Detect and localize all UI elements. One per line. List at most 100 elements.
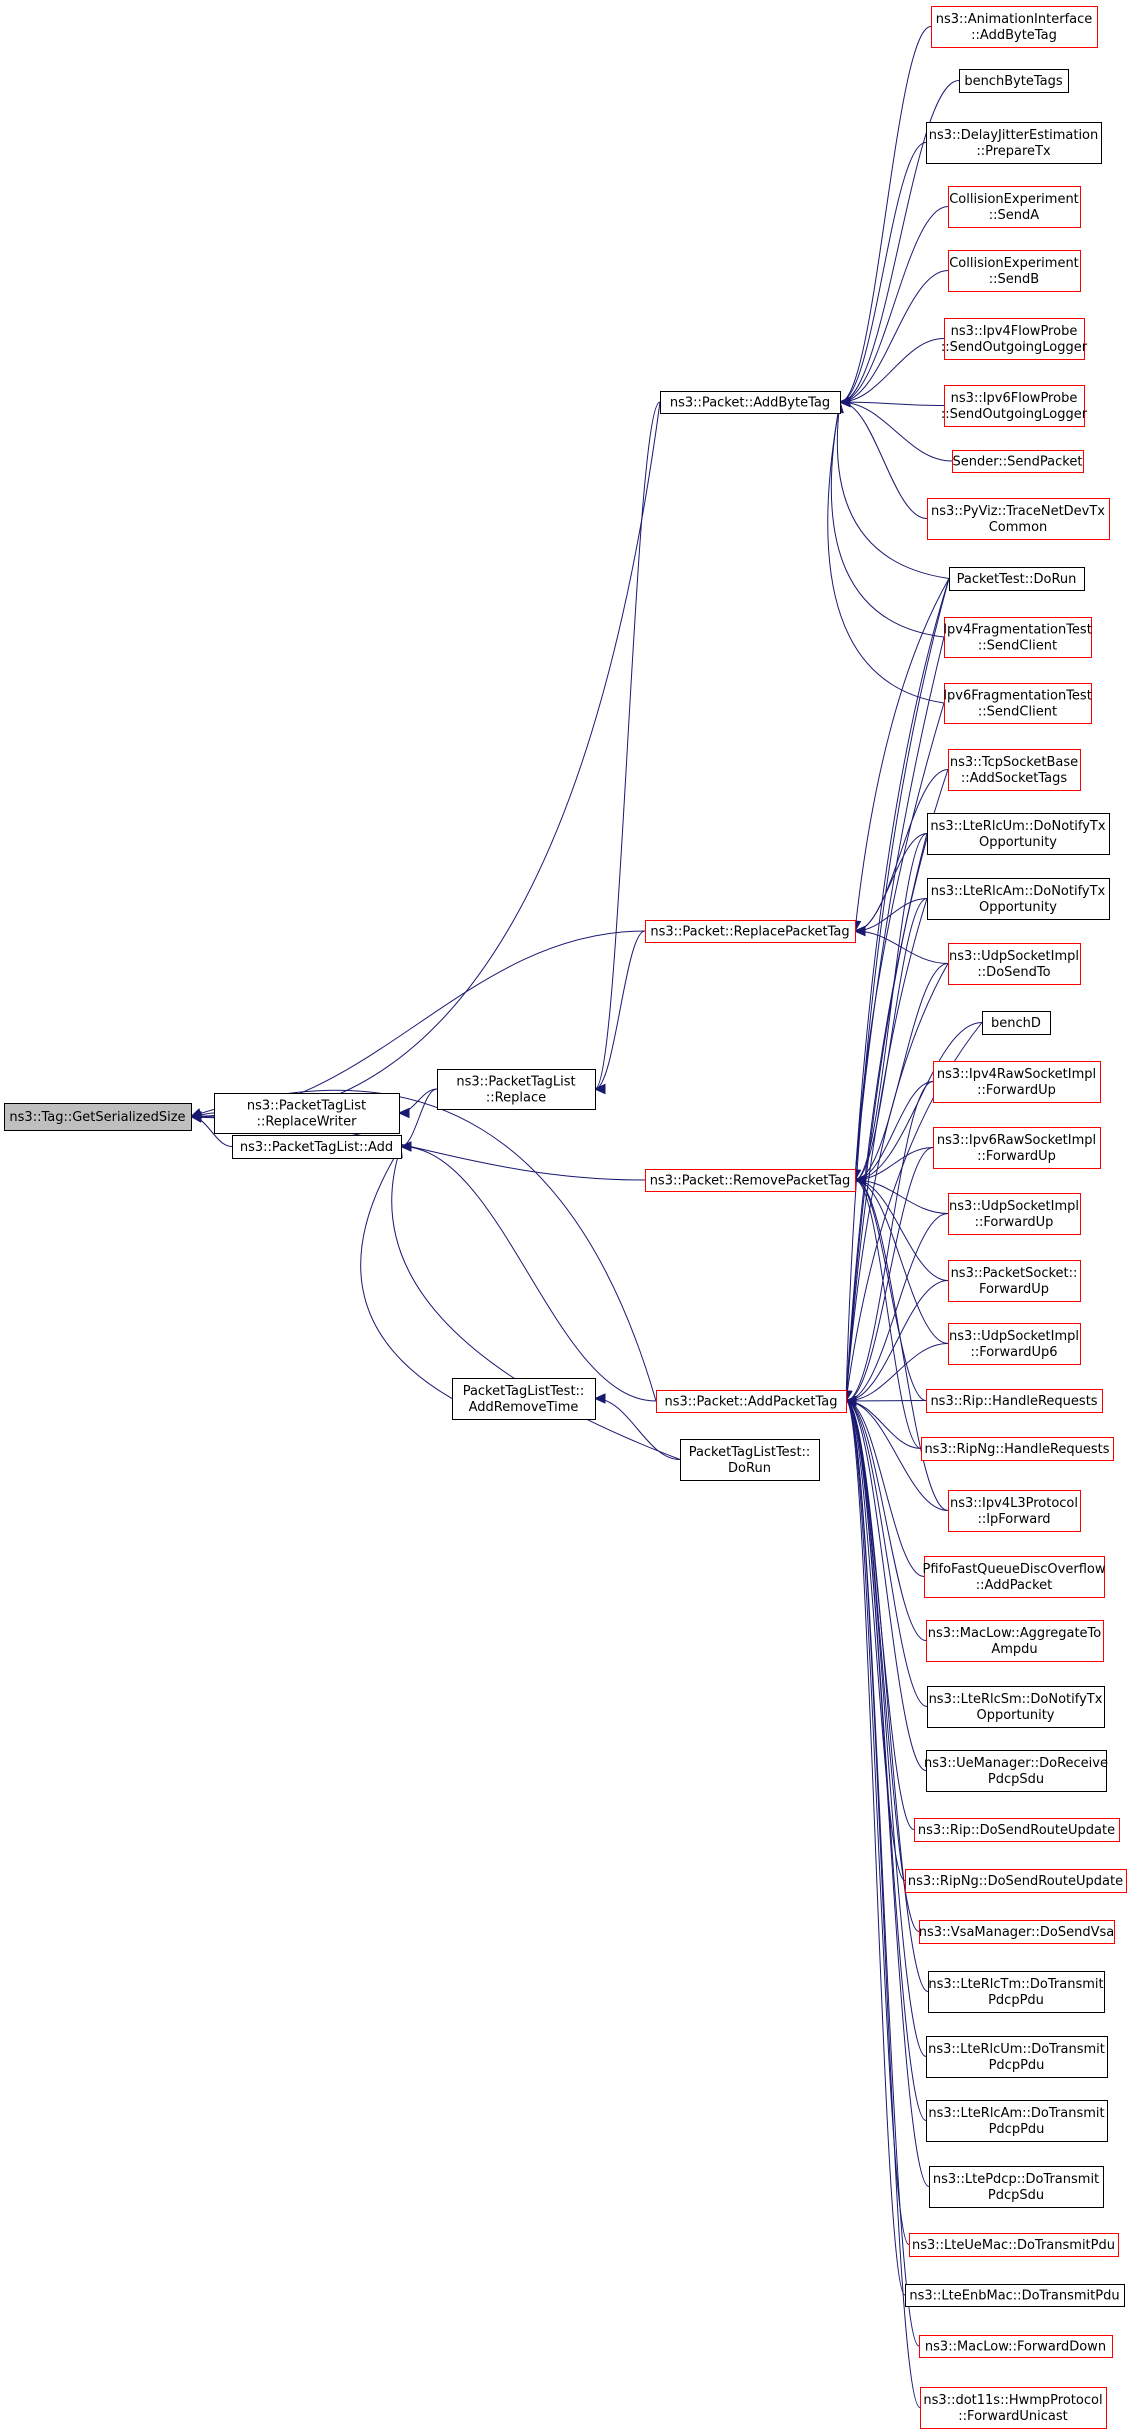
node-box — [933, 1061, 1101, 1103]
node-label: ::AddPacket — [976, 1578, 1052, 1593]
graph-node[interactable]: ns3::Packet::AddByteTag — [660, 391, 841, 414]
node-label: ns3::LteEnbMac::DoTransmitPdu — [909, 2289, 1119, 2304]
node-label: PdcpPdu — [988, 1993, 1044, 2008]
graph-node[interactable]: PacketTagListTest::DoRun — [680, 1439, 820, 1481]
node-box — [680, 1439, 820, 1481]
node-box — [914, 1818, 1120, 1842]
edge-t25-to-n9 — [844, 1395, 925, 1577]
graph-node[interactable]: PfifoFastQueueDiscOverflow::AddPacket — [923, 1556, 1106, 1598]
graph-node[interactable]: ns3::Ipv4L3Protocol::IpForward — [948, 1490, 1081, 1532]
node-box — [948, 186, 1081, 228]
node-label: ns3::LteRlcAm::DoNotifyTx — [931, 884, 1106, 899]
graph-node[interactable]: ns3::RipNg::HandleRequests — [921, 1437, 1114, 1461]
node-label: PdcpSdu — [988, 2188, 1044, 2203]
graph-node[interactable]: ns3::Ipv4RawSocketImpl::ForwardUp — [933, 1061, 1101, 1103]
graph-node[interactable]: ns3::MacLow::ForwardDown — [919, 2335, 1113, 2358]
edge-t4-to-n6 — [838, 270, 949, 408]
node-box — [931, 6, 1098, 48]
graph-node[interactable]: ns3::Rip::HandleRequests — [926, 1389, 1103, 1413]
node-label: CollisionExperiment — [949, 192, 1079, 207]
node-label: ns3::LteRlcAm::DoTransmit — [928, 2106, 1104, 2121]
node-label: ::SendOutgoingLogger — [941, 340, 1088, 355]
edge-t31-to-n9 — [844, 1395, 920, 1932]
node-box — [924, 1556, 1105, 1598]
graph-node[interactable]: ns3::RipNg::DoSendRouteUpdate — [905, 1869, 1127, 1893]
graph-node[interactable]: ns3::LteEnbMac::DoTransmitPdu — [905, 2284, 1125, 2307]
graph-node[interactable]: ns3::PacketTagList::Add — [232, 1135, 402, 1159]
graph-node[interactable]: benchD — [982, 1011, 1051, 1035]
root-node[interactable]: ns3::Tag::GetSerializedSize — [4, 1103, 192, 1131]
graph-node[interactable]: ns3::PacketTagList::Replace — [437, 1069, 596, 1110]
node-box — [944, 385, 1085, 427]
node-label: ns3::Packet::AddPacketTag — [664, 1395, 837, 1410]
graph-node[interactable]: ns3::Rip::DoSendRouteUpdate — [914, 1818, 1120, 1842]
graph-node[interactable]: benchByteTags — [959, 69, 1069, 93]
graph-node[interactable]: ns3::UdpSocketImpl::DoSendTo — [948, 943, 1081, 985]
graph-node[interactable]: CollisionExperiment::SendA — [948, 186, 1081, 228]
graph-node[interactable]: ns3::DelayJitterEstimation::PrepareTx — [926, 122, 1102, 164]
edge-n4-to-n2 — [360, 1145, 453, 1399]
graph-node[interactable]: CollisionExperiment::SendB — [948, 250, 1081, 292]
graph-node[interactable]: ns3::UdpSocketImpl::ForwardUp6 — [948, 1323, 1081, 1365]
graph-node[interactable]: ns3::Ipv6RawSocketImpl::ForwardUp — [933, 1127, 1101, 1169]
node-box — [921, 1437, 1114, 1461]
node-label: ::PrepareTx — [976, 144, 1051, 159]
graph-node[interactable]: ns3::dot11s::HwmpProtocol::ForwardUnicas… — [920, 2387, 1107, 2429]
node-box — [944, 683, 1092, 724]
graph-node[interactable]: ns3::PacketSocket::ForwardUp — [948, 1260, 1081, 1302]
node-label: ::SendA — [989, 208, 1040, 223]
node-label: Ipv4FragmentationTest — [943, 623, 1092, 638]
graph-node[interactable]: PacketTest::DoRun — [949, 567, 1085, 591]
graph-node[interactable]: ns3::TcpSocketBase::AddSocketTags — [948, 749, 1081, 791]
node-label: CollisionExperiment — [949, 256, 1079, 271]
graph-node[interactable]: ns3::Ipv6FlowProbe::SendOutgoingLogger — [941, 385, 1088, 427]
graph-node[interactable]: ns3::Packet::AddPacketTag — [656, 1390, 847, 1413]
graph-node[interactable]: Sender::SendPacket — [952, 450, 1084, 473]
graph-node[interactable]: ns3::PacketTagList::ReplaceWriter — [214, 1093, 400, 1134]
graph-node[interactable]: Ipv6FragmentationTest::SendClient — [943, 683, 1092, 724]
node-label: ns3::MacLow::AggregateTo — [928, 1626, 1102, 1641]
node-label: Common — [989, 520, 1048, 535]
node-box — [948, 1323, 1081, 1365]
node-label: ns3::Ipv6RawSocketImpl — [937, 1133, 1096, 1148]
graph-node[interactable]: ns3::Packet::RemovePacketTag — [645, 1169, 856, 1192]
node-label: PdcpPdu — [989, 2122, 1045, 2137]
graph-node[interactable]: ns3::Packet::ReplacePacketTag — [645, 920, 856, 943]
graph-node[interactable]: ns3::UdpSocketImpl::ForwardUp — [948, 1193, 1081, 1235]
edge-n9-to-n2 — [399, 1141, 657, 1402]
node-label: ::IpForward — [977, 1512, 1050, 1527]
graph-node[interactable]: ns3::VsaManager::DoSendVsa — [919, 1920, 1115, 1944]
graph-node[interactable]: Ipv4FragmentationTest::SendClient — [943, 617, 1092, 658]
edge-t37-to-n9 — [844, 1395, 906, 2296]
node-label: ::AddByteTag — [971, 28, 1057, 43]
edge-t39-to-n9 — [844, 1395, 921, 2408]
node-label: Opportunity — [979, 900, 1057, 915]
node-label: ns3::Ipv4FlowProbe — [951, 324, 1078, 339]
node-box — [929, 2166, 1104, 2208]
node-label: Ampdu — [991, 1642, 1037, 1657]
node-box — [4, 1103, 192, 1131]
node-box — [909, 2233, 1119, 2257]
node-box — [232, 1135, 402, 1159]
node-label: ns3::Rip::DoSendRouteUpdate — [918, 1823, 1115, 1838]
node-label: ns3::UdpSocketImpl — [949, 1199, 1079, 1214]
graph-node[interactable]: PacketTagListTest::AddRemoveTime — [452, 1378, 596, 1420]
edge-t14-to-n7 — [853, 898, 928, 937]
graph-node[interactable]: ns3::LteUeMac::DoTransmitPdu — [909, 2233, 1119, 2257]
node-label: Sender::SendPacket — [953, 455, 1083, 470]
graph-edges — [189, 26, 983, 2408]
graph-node[interactable]: ns3::Ipv4FlowProbe::SendOutgoingLogger — [941, 318, 1088, 360]
node-label: Opportunity — [979, 835, 1057, 850]
graph-node[interactable]: ns3::AnimationInterface::AddByteTag — [931, 6, 1098, 48]
